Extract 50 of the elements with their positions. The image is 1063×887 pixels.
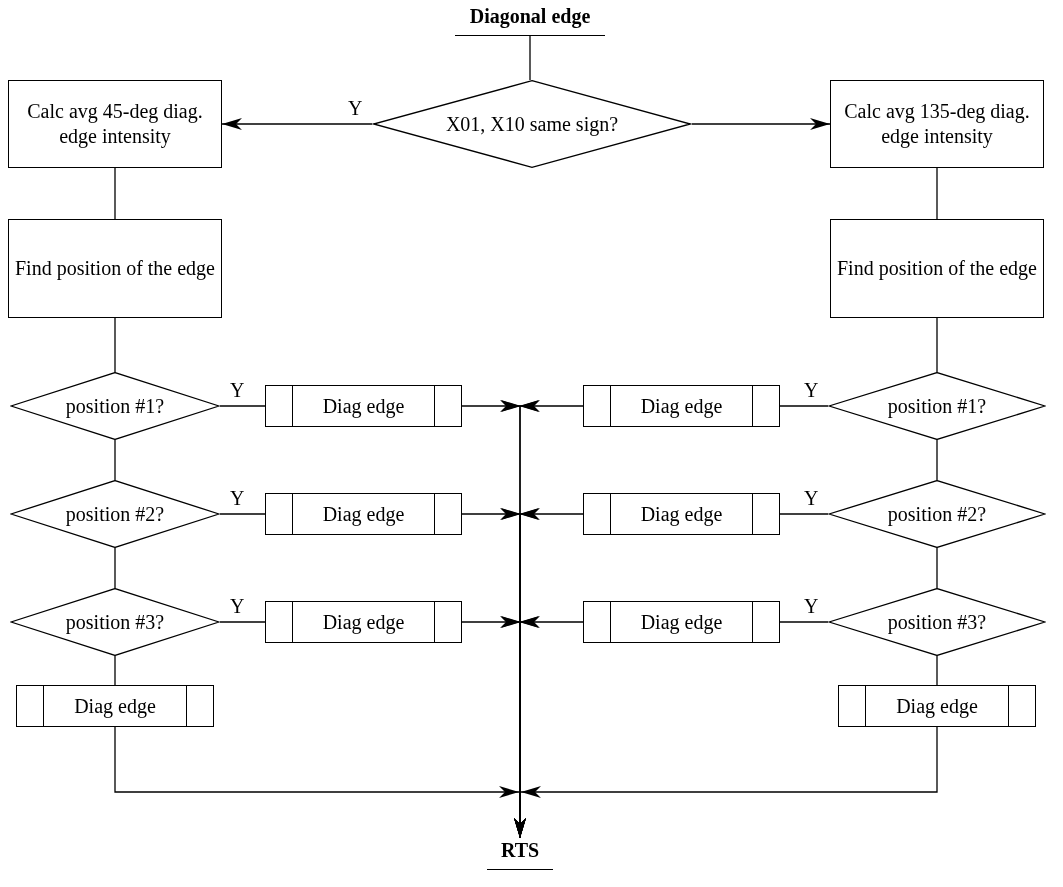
connector-line [936, 439, 938, 481]
process-box: Find position of the edge [8, 219, 222, 318]
predefined-process-box: Diag edge [265, 493, 462, 535]
edge-label: Y [228, 380, 247, 400]
process-box: Find position of the edge [830, 219, 1044, 318]
edge-label: Y [228, 488, 247, 508]
decision-diamond: position #2? [828, 480, 1046, 548]
edge-label: Y [802, 380, 821, 400]
arrow [114, 726, 520, 798]
decision-diamond: X01, X10 same sign? [372, 80, 692, 168]
decision-diamond: position #2? [10, 480, 220, 548]
connector-line [779, 513, 829, 515]
predefined-process-box: Diag edge [583, 385, 780, 427]
predefined-process-box: Diag edge [583, 493, 780, 535]
process-box: Calc avg 135-deg diag. edge intensity [830, 80, 1044, 168]
connector-line [936, 317, 938, 373]
decision-diamond: position #1? [828, 372, 1046, 440]
connector-line [779, 405, 829, 407]
terminal-label: RTS [487, 838, 553, 870]
decision-diamond: position #3? [828, 588, 1046, 656]
connector-line [219, 405, 266, 407]
connector-line [779, 621, 829, 623]
connector-line [114, 317, 116, 373]
arrow [221, 118, 373, 130]
edge-label: Y [346, 98, 365, 118]
arrow [691, 118, 831, 130]
connector-line [114, 439, 116, 481]
connector-line [114, 547, 116, 589]
connector-line [529, 35, 531, 81]
predefined-process-box: Diag edge [583, 601, 780, 643]
arrow [514, 616, 584, 839]
connector-line [936, 655, 938, 686]
edge-label: Y [228, 596, 247, 616]
connector-line [114, 167, 116, 220]
arrow [520, 726, 938, 798]
predefined-process-box: Diag edge [265, 385, 462, 427]
connector-line [936, 167, 938, 220]
predefined-process-box: Diag edge [265, 601, 462, 643]
predefined-process-box: Diag edge [838, 685, 1036, 727]
connector-line [219, 621, 266, 623]
decision-diamond: position #3? [10, 588, 220, 656]
connector-line [114, 655, 116, 686]
process-box: Calc avg 45-deg diag. edge intensity [8, 80, 222, 168]
edge-label: Y [802, 488, 821, 508]
connector-line [219, 513, 266, 515]
predefined-process-box: Diag edge [16, 685, 214, 727]
connector-line [936, 547, 938, 589]
decision-diamond: position #1? [10, 372, 220, 440]
terminal-label: Diagonal edge [455, 4, 605, 36]
edge-label: Y [802, 596, 821, 616]
